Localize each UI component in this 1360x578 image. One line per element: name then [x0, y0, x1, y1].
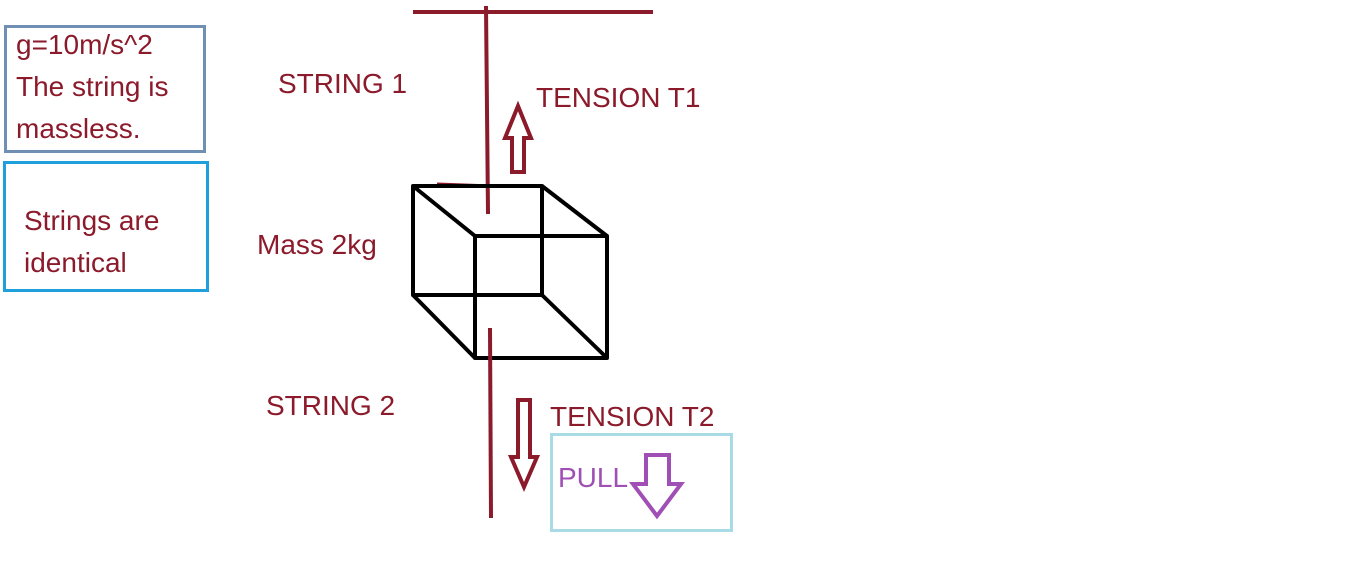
gravity-value: g=10m/s^2	[16, 29, 153, 60]
string-massless-line2: massless.	[16, 113, 141, 144]
string-2-label: STRING 2	[266, 390, 396, 421]
given-values-note: g=10m/s^2 The string is massless.	[4, 25, 206, 153]
strings-identical-note: Strings are identical	[3, 161, 209, 292]
tension-t1-arrow-icon	[502, 100, 534, 174]
strings-identical-line2: identical	[24, 247, 127, 278]
pull-box: PULL	[550, 433, 733, 532]
mass-cube	[411, 184, 609, 360]
pull-arrow-icon	[629, 453, 685, 520]
pull-label: PULL	[558, 462, 629, 493]
string-2-line	[488, 327, 493, 519]
strings-identical-line1: Strings are	[24, 205, 160, 236]
tension-t2-label: TENSION T2	[550, 401, 715, 432]
string-1-label: STRING 1	[278, 68, 408, 99]
string-massless-line1: The string is	[16, 71, 169, 102]
tension-t2-arrow-icon	[507, 398, 541, 493]
tension-t1-label: TENSION T1	[536, 82, 701, 113]
mass-label: Mass 2kg	[257, 229, 377, 260]
string-1-line	[484, 5, 490, 215]
